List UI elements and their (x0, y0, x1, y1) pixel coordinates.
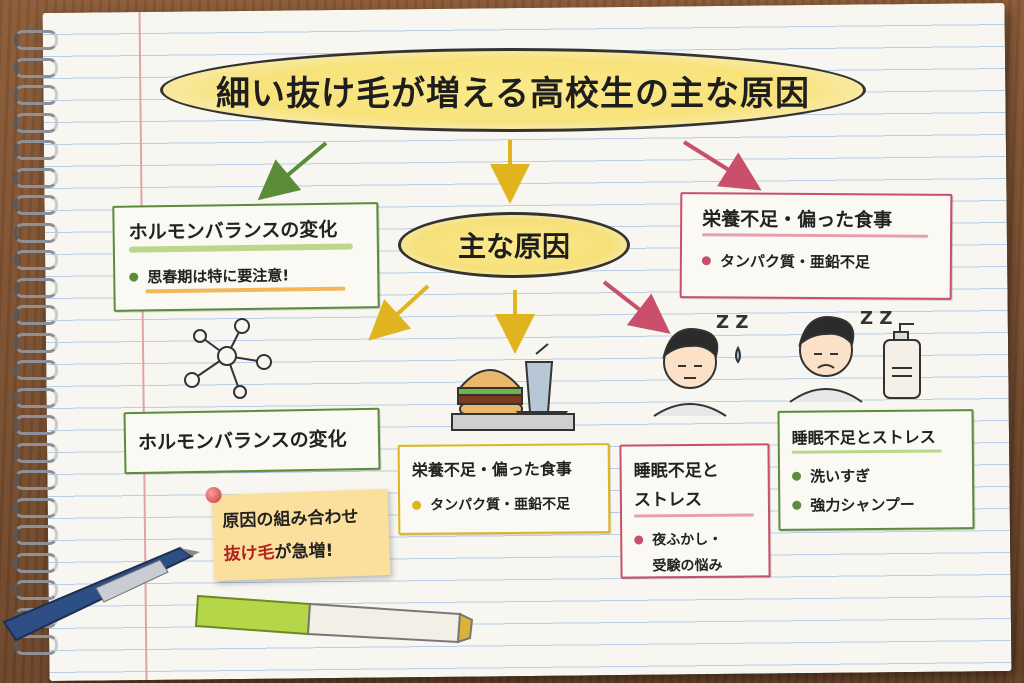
center-bubble: 主な原因 (398, 212, 630, 278)
page-title: 細い抜け毛が増える高校生の主な原因 (216, 73, 810, 114)
spiral-ring (14, 167, 58, 188)
spiral-ring (14, 387, 58, 408)
spiral-ring (14, 195, 58, 215)
sleep-z-icon: Z Z (716, 312, 748, 333)
spiral-ring (14, 332, 58, 353)
sleep-z-icon-2: Z Z (860, 308, 892, 329)
spiral-ring (14, 442, 58, 463)
burger-icon (457, 369, 523, 415)
molecule-icon (184, 318, 272, 399)
stressed-student-icon (789, 316, 863, 403)
spiral-ring (14, 552, 58, 573)
spiral-ring (14, 85, 58, 105)
spiral-ring (14, 30, 58, 50)
spiral-ring (14, 57, 58, 78)
arrow-pink-top (682, 140, 762, 191)
drink-cup-icon (524, 343, 554, 413)
blue-pen-icon (2, 546, 200, 642)
spiral-ring (14, 250, 58, 270)
spiral-ring (14, 635, 58, 655)
spiral-binding (14, 30, 58, 670)
spiral-ring (14, 580, 58, 600)
food-tray-icon (451, 413, 575, 431)
arrow-green-top (257, 141, 328, 201)
title-bubble: 細い抜け毛が増える高校生の主な原因 (160, 48, 866, 132)
shampoo-bottle-icon (883, 323, 921, 399)
tired-student-icon (653, 328, 741, 417)
spiral-ring (14, 415, 58, 435)
spiral-ring (14, 305, 58, 325)
arrow-yellow-left (368, 284, 430, 341)
spiral-ring (14, 222, 58, 243)
center-label: 主な原因 (457, 230, 570, 263)
highlighter-icon (194, 594, 474, 644)
spiral-ring (14, 277, 58, 298)
spiral-ring (14, 497, 58, 518)
spiral-ring (14, 112, 58, 133)
spiral-ring (14, 525, 58, 545)
spiral-ring (14, 140, 58, 160)
arrow-pink-right (602, 280, 671, 334)
spiral-ring (14, 360, 58, 380)
spiral-ring (14, 470, 58, 490)
